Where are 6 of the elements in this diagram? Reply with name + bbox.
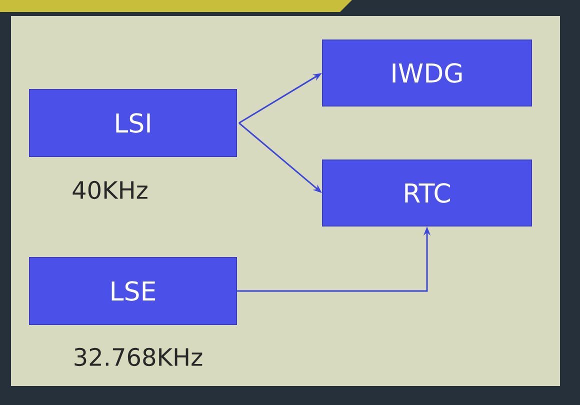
block-box: LSI bbox=[29, 89, 237, 157]
frequency-label: 32.768KHz bbox=[74, 348, 202, 366]
block-box: IWDG bbox=[322, 40, 532, 106]
block-box: RTC bbox=[322, 160, 532, 226]
frequency-label: 40KHz bbox=[72, 180, 148, 200]
block-box: LSE bbox=[29, 257, 237, 325]
